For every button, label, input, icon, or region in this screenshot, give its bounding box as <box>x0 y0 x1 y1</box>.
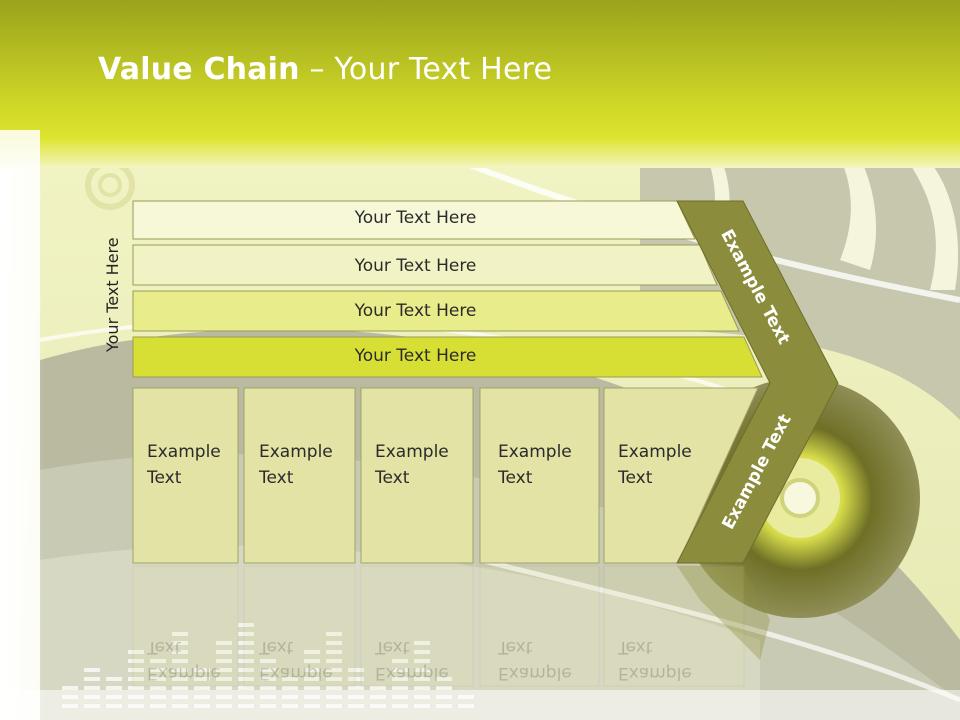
box-3-label: Example Text <box>375 442 449 488</box>
box-2-label: Example Text <box>259 442 333 488</box>
row-2-label: Your Text Here <box>354 256 477 276</box>
slide-title-rest: – Your Text Here <box>299 52 553 87</box>
vertical-axis-label-text: Your Text Here <box>103 237 122 352</box>
row-4-label: Your Text Here <box>354 346 477 366</box>
row-1-label: Your Text Here <box>354 208 477 228</box>
slide-title-bold: Value Chain <box>98 52 300 87</box>
box-3-reflection: Example Text <box>375 637 449 683</box>
box-4-reflection: Example Text <box>498 637 572 683</box>
row-3-label: Your Text Here <box>354 301 477 321</box>
box-1-label: Example Text <box>147 442 221 488</box>
box-5-label: Example Text <box>618 442 692 488</box>
box-4-label: Example Text <box>498 442 572 488</box>
slide-title: Value Chain – Your Text Here <box>98 52 552 87</box>
box-1-reflection: Example Text <box>147 637 221 683</box>
box-2-reflection: Example Text <box>259 637 333 683</box>
box-5-reflection: Example Text <box>618 637 692 683</box>
